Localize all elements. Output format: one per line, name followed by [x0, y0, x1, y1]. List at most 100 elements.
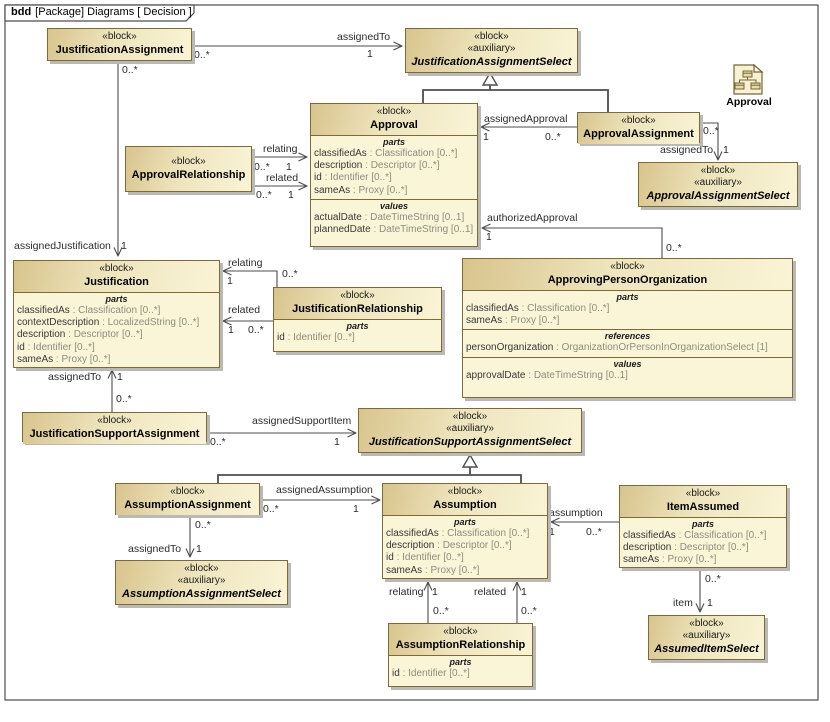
stereotype: «block» — [340, 290, 375, 301]
approval-diagram-icon[interactable] — [731, 63, 765, 100]
attribute: classifiedAs : Classification [0..*] — [623, 530, 783, 542]
stereotype: «block» — [184, 563, 219, 574]
multiplicity: 1 — [196, 543, 202, 555]
attr-type: : DateTimeString [0..1] — [361, 211, 465, 223]
parts-compartment: parts classifiedAs : Classification [0..… — [463, 290, 792, 329]
block-approval-relationship[interactable]: «block» ApprovalRelationship — [125, 146, 252, 192]
block-header: «block» ApprovalRelationship — [126, 147, 251, 191]
compartment-label: values — [379, 200, 409, 211]
attr-type: : Identifier [0..*] — [321, 172, 392, 184]
references-compartment: references personOrganization : Organiza… — [463, 329, 792, 356]
stereotype: «block» — [376, 106, 412, 117]
stereotype: «block» — [99, 263, 134, 274]
block-assumption[interactable]: «block» Assumption parts classifiedAs : … — [382, 483, 548, 579]
multiplicity: 1 — [723, 144, 729, 156]
block-assumption-assignment[interactable]: «block» AssumptionAssignment — [115, 483, 260, 515]
attribute: id : Identifier [0..*] — [386, 552, 544, 564]
attr-name: classifiedAs — [17, 305, 70, 316]
attribute: classifiedAs : Classification [0..*] — [314, 148, 474, 160]
multiplicity: 0..* — [545, 131, 561, 143]
attr-type: : Identifier [0..*] — [399, 668, 470, 679]
attribute: description : Descriptor [0..*] — [17, 329, 216, 341]
attribute: description : Descriptor [0..*] — [386, 540, 544, 552]
block-justification-support-assignment-select[interactable]: «block» «auxiliary» JustificationSupport… — [358, 408, 582, 453]
block-approving-person-organization[interactable]: «block» ApprovingPersonOrganization part… — [462, 258, 793, 398]
block-name: ItemAssumed — [666, 501, 740, 513]
compartment-label: references — [604, 331, 651, 342]
stereotype: «block» — [621, 115, 656, 126]
parts-compartment: parts id : Identifier [0..*] — [274, 319, 441, 351]
block-assumption-relationship[interactable]: «block» AssumptionRelationship parts id … — [388, 623, 533, 687]
stereotype: «block» — [97, 415, 132, 426]
multiplicity: 1 — [353, 503, 359, 515]
attr-type: : Classification [0..*] — [675, 530, 767, 541]
attr-name: description — [17, 329, 66, 341]
attribute: contextDescription : LocalizedString [0.… — [17, 317, 216, 329]
multiplicity: 0..* — [248, 324, 264, 336]
attr-type: : Identifier [0..*] — [284, 332, 355, 343]
attr-name: sameAs — [386, 564, 423, 576]
multiplicity: 1 — [549, 526, 555, 538]
attr-name: sameAs — [17, 353, 54, 365]
block-header: «block» Justification — [14, 261, 219, 292]
stereotype: «auxiliary» — [177, 575, 226, 586]
block-approval[interactable]: «block» Approval parts classifiedAs : Cl… — [310, 103, 478, 247]
frame-title: bdd[Package] Diagrams [ Decision ] — [11, 6, 192, 18]
attribute: sameAs : Proxy [0..*] — [466, 315, 789, 327]
attr-name: id — [17, 341, 25, 353]
attr-name: description — [314, 160, 363, 172]
block-justification-support-assignment[interactable]: «block» JustificationSupportAssignment — [22, 412, 207, 444]
block-header: «block» JustificationSupportAssignment — [23, 413, 206, 444]
multiplicity: 0..* — [586, 526, 602, 538]
block-header: «block» «auxiliary» AssumedItemSelect — [649, 616, 764, 659]
stereotype: «block» — [102, 31, 137, 42]
attr-name: id — [277, 332, 285, 343]
stereotype: «block» — [700, 165, 736, 176]
block-justification-assignment-select[interactable]: «block» «auxiliary» JustificationAssignm… — [405, 28, 578, 73]
block-header: «block» Approval — [311, 104, 477, 135]
values-compartment: values approvalDate : DateTimeString [0.… — [463, 356, 792, 397]
attr-name: description — [623, 542, 672, 554]
attr-type: : DateTimeString [0..1] — [370, 224, 474, 236]
attr-name: sameAs — [466, 315, 503, 327]
multiplicity: 1 — [288, 189, 294, 201]
edge-label-related: related — [266, 172, 299, 184]
attr-type: : Classification [0..*] — [69, 305, 161, 316]
attribute: sameAs : Proxy [0..*] — [314, 185, 474, 197]
block-name: JustificationSupportAssignmentSelect — [368, 436, 572, 448]
multiplicity: 0..* — [210, 436, 226, 448]
block-header: «block» «auxiliary» AssumptionAssignment… — [116, 561, 287, 604]
block-justification[interactable]: «block» Justification parts classifiedAs… — [13, 260, 220, 368]
attr-name: id — [392, 668, 400, 679]
attr-name: sameAs — [314, 184, 351, 196]
block-assumed-item-select[interactable]: «block» «auxiliary» AssumedItemSelect — [648, 615, 765, 660]
block-header: «block» JustificationAssignment — [48, 29, 191, 60]
edge-label-related: related — [228, 304, 261, 316]
attr-type: : Descriptor [0..*] — [362, 160, 440, 172]
multiplicity: 1 — [483, 131, 489, 143]
edge-label-assigned-support-item: assignedSupportItem — [252, 415, 352, 427]
attribute: id : Identifier [0..*] — [17, 342, 216, 354]
block-approval-assignment-select[interactable]: «block» «auxiliary» ApprovalAssignmentSe… — [638, 162, 798, 207]
block-name: ApprovalRelationship — [131, 168, 246, 181]
compartment-label: parts — [382, 137, 405, 147]
attribute: sameAs : Proxy [0..*] — [623, 554, 783, 566]
attr-type: : Proxy [0..*] — [502, 315, 560, 327]
compartment-label: values — [613, 358, 642, 369]
edge-label-assumption: assumption — [549, 507, 603, 519]
block-approval-assignment[interactable]: «block» ApprovalAssignment — [577, 112, 700, 144]
block-item-assumed[interactable]: «block» ItemAssumed parts classifiedAs :… — [619, 485, 787, 568]
attr-type: : DateTimeString [0..1] — [525, 369, 628, 381]
block-justification-relationship[interactable]: «block» JustificationRelationship parts … — [273, 287, 442, 352]
attribute: approvalDate : DateTimeString [0..1] — [466, 370, 789, 382]
compartment-label: parts — [691, 519, 714, 529]
edge-label-assigned-to: assignedTo — [128, 543, 182, 555]
multiplicity: 1 — [432, 586, 438, 598]
edge-label-related: related — [474, 586, 507, 598]
block-assumption-assignment-select[interactable]: «block» «auxiliary» AssumptionAssignment… — [115, 560, 288, 605]
compartment-label: parts — [449, 657, 472, 667]
block-justification-assignment[interactable]: «block» JustificationAssignment — [47, 28, 192, 61]
generalization-arrow — [461, 453, 479, 468]
multiplicity: 1 — [227, 275, 233, 287]
